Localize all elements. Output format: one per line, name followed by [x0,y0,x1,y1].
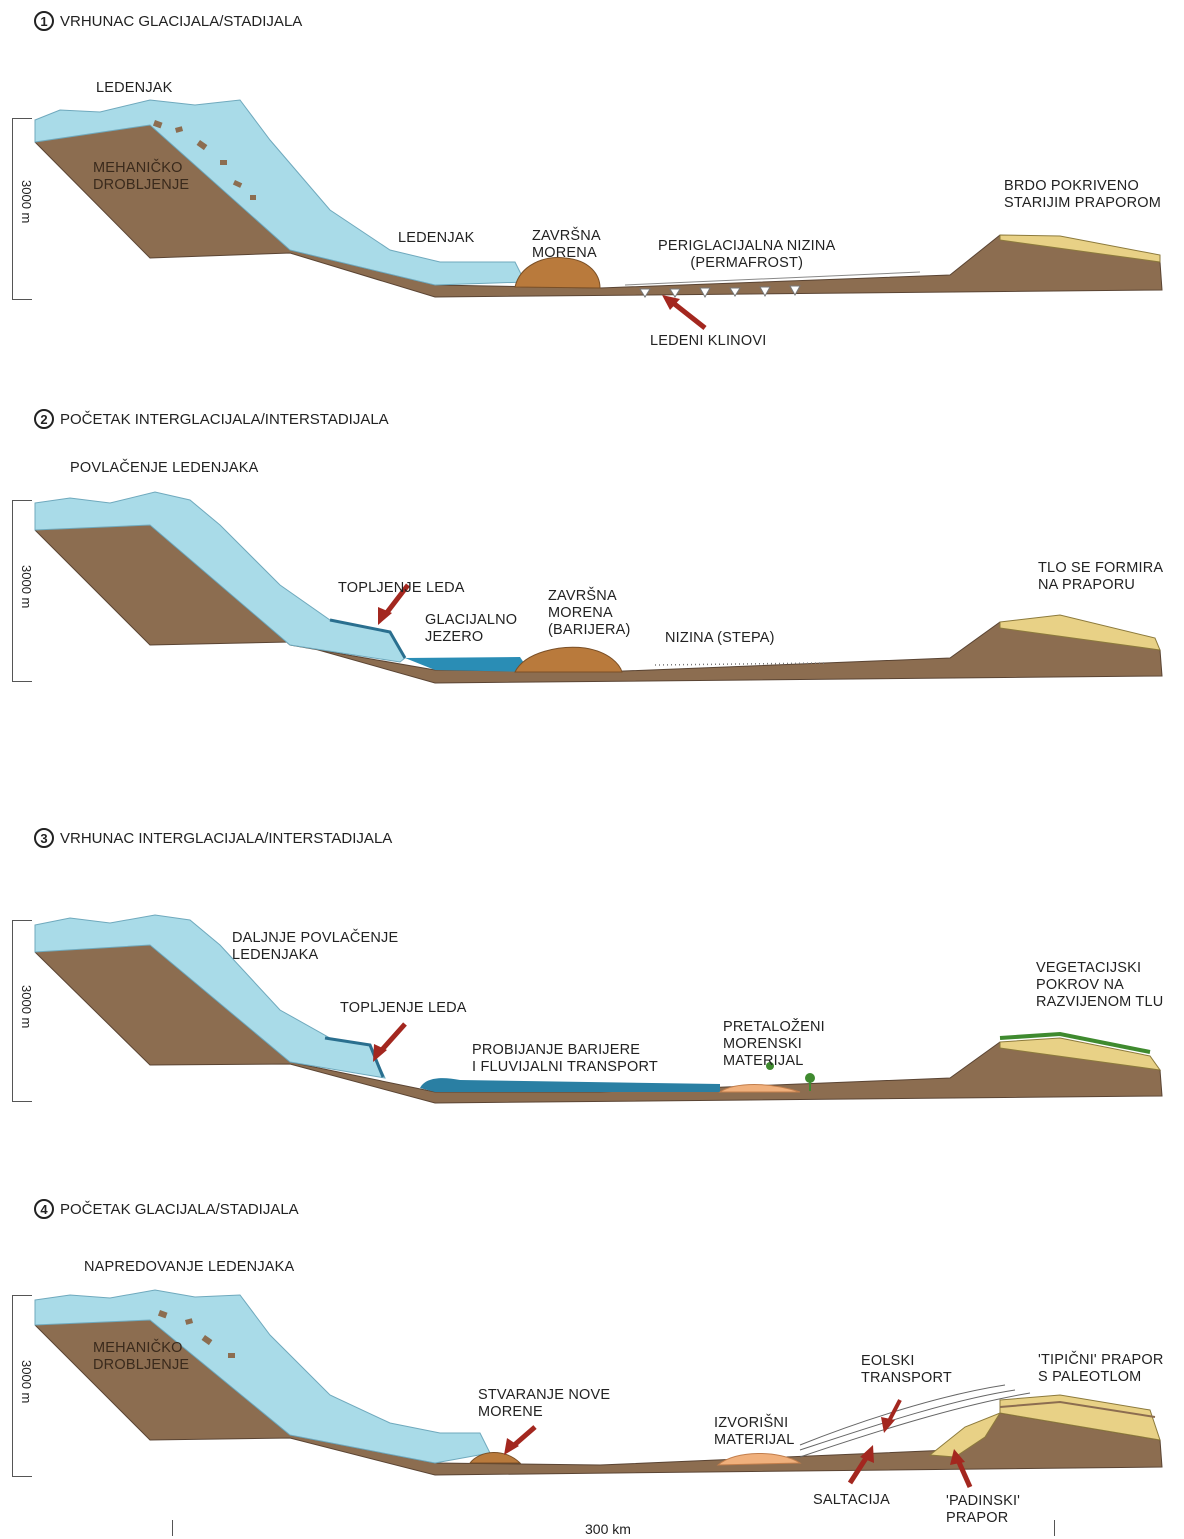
meltwater [324,1036,385,1078]
panel-1: 1 VRHUNAC GLACIJALA/STADIJALA 3000 m LED… [0,0,1184,380]
panel-2-height-label: 3000 m [19,565,34,609]
steppe-grass [654,662,826,666]
panel-3-title-text: VRHUNAC INTERGLACIJALA/INTERSTADIJALA [60,829,393,847]
label-glacier-top: LEDENJAK [96,80,173,96]
label-moraine-barrier: ZAVRŠNA MORENA (BARIJERA) [548,588,631,638]
panel-2-number: 2 [34,409,54,429]
label-saltation: SALTACIJA [813,1492,891,1508]
arrow-new-moraine [504,1425,537,1455]
arrow-eolian [881,1399,902,1433]
panel-2-height-scale [12,500,32,682]
label-steppe-plain: NIZINA (STEPA) [665,630,775,646]
weathering-debris [152,120,256,200]
panel-1-cross-section [34,99,1163,330]
glacier-ice [34,1289,491,1464]
panel-4-title-text: POČETAK GLACIJALA/STADIJALA [60,1200,299,1218]
label-weathering: MEHANIČKO DROBLJENJE [93,1340,190,1373]
label-vegetation-cover: VEGETACIJSKI POKROV NA RAZVIJENOM TLU [1036,960,1164,1010]
panel-4: 4 POČETAK GLACIJALA/STADIJALA 3000 m NAP… [0,1195,1184,1539]
vegetation-cover [999,1031,1151,1054]
fluvial-transport [420,1078,720,1092]
arrow-slope-loess [950,1449,973,1489]
label-soil-forming: TLO SE FORMIRA NA PRAPORU [1038,560,1164,593]
label-ice-wedges: LEDENI KLINOVI [650,333,767,349]
horizontal-scale [172,1520,1055,1536]
label-glacier-advance: NAPREDOVANJE LEDENJAKA [84,1259,295,1275]
terminal-moraine [514,256,601,289]
label-barrier-breach: PROBIJANJE BARIJERE I FLUVIJALNI TRANSPO… [472,1042,658,1075]
panel-4-height-scale [12,1295,32,1477]
glacier-ice [34,99,526,286]
arrow-melting [378,583,410,625]
typical-loess [999,1394,1161,1441]
label-ice-melting: TOPLJENJE LEDA [340,1000,467,1016]
label-new-moraine: STVARANJE NOVE MORENE [478,1387,611,1420]
panel-1-number: 1 [34,11,54,31]
panel-1-title: 1 VRHUNAC GLACIJALA/STADIJALA [34,11,302,31]
panel-3-height-label: 3000 m [19,985,34,1029]
panel-4-number: 4 [34,1199,54,1219]
label-source-material: IZVORIŠNI MATERIJAL [714,1415,795,1448]
paleosol-line [999,1400,1156,1418]
redeposited-moraine [718,1084,801,1093]
panel-1-title-text: VRHUNAC GLACIJALA/STADIJALA [60,12,303,30]
label-typical-loess: 'TIPIČNI' PRAPOR S PALEOTLOM [1038,1352,1164,1385]
horizontal-scale-label: 300 km [585,1521,631,1537]
arrow-ice-wedges [662,295,707,330]
arrow-saltation [847,1445,874,1485]
label-glacier-retreat: POVLAČENJE LEDENJAKA [70,460,259,476]
source-material [716,1453,802,1466]
panel-3-height-scale [12,920,32,1102]
label-old-loess-hill: BRDO POKRIVENO STARIJIM PRAPOROM [1004,178,1162,211]
label-periglacial-plain: PERIGLACIJALNA NIZINA (PERMAFROST) [658,238,836,271]
panel-4-height-label: 3000 m [19,1360,34,1404]
weathering-debris [157,1310,235,1358]
glacial-lake [405,657,530,672]
eolian-streamlines [799,1384,1031,1458]
label-eolian-transport: EOLSKI TRANSPORT [861,1353,952,1386]
glacier-ice [34,914,386,1079]
label-glacial-lake: GLACIJALNO JEZERO [425,612,518,645]
label-ice-melting: TOPLJENJE LEDA [338,580,465,596]
panel-4-cross-section [34,1289,1163,1489]
panel-3-cross-section [34,914,1163,1104]
panel-1-height-scale [12,118,32,300]
loess-soil [999,614,1161,651]
trees [766,1062,815,1091]
label-further-retreat: DALJNJE POVLAČENJE LEDENJAKA [232,930,399,963]
new-moraine [468,1452,522,1464]
ice-wedges [639,285,801,299]
panel-2-cross-section [34,491,1163,684]
slope-loess [928,1411,1002,1458]
label-weathering: MEHANIČKO DROBLJENJE [93,160,190,193]
panel-2-title: 2 POČETAK INTERGLACIJALA/INTERSTADIJALA [34,409,389,429]
terminal-moraine-barrier [514,646,623,673]
panel-4-title: 4 POČETAK GLACIJALA/STADIJALA [34,1199,299,1219]
panel-2: 2 POČETAK INTERGLACIJALA/INTERSTADIJALA … [0,400,1184,780]
loess-soil [999,1037,1162,1071]
panel-3-title: 3 VRHUNAC INTERGLACIJALA/INTERSTADIJALA [34,828,392,848]
panel-3: 3 VRHUNAC INTERGLACIJALA/INTERSTADIJALA … [0,820,1184,1190]
meltwater [329,618,407,659]
panel-3-number: 3 [34,828,54,848]
arrow-melting [373,1022,407,1062]
panel-2-title-text: POČETAK INTERGLACIJALA/INTERSTADIJALA [60,410,389,428]
old-loess-cap [999,234,1161,263]
label-redeposited-material: PRETALOŽENI MORENSKI MATERIJAL [723,1019,825,1069]
label-moraine: ZAVRŠNA MORENA [532,228,601,261]
label-slope-loess: 'PADINSKI' PRAPOR [946,1493,1021,1526]
panel-1-height-label: 3000 m [19,180,34,224]
label-glacier-front: LEDENJAK [398,230,475,246]
